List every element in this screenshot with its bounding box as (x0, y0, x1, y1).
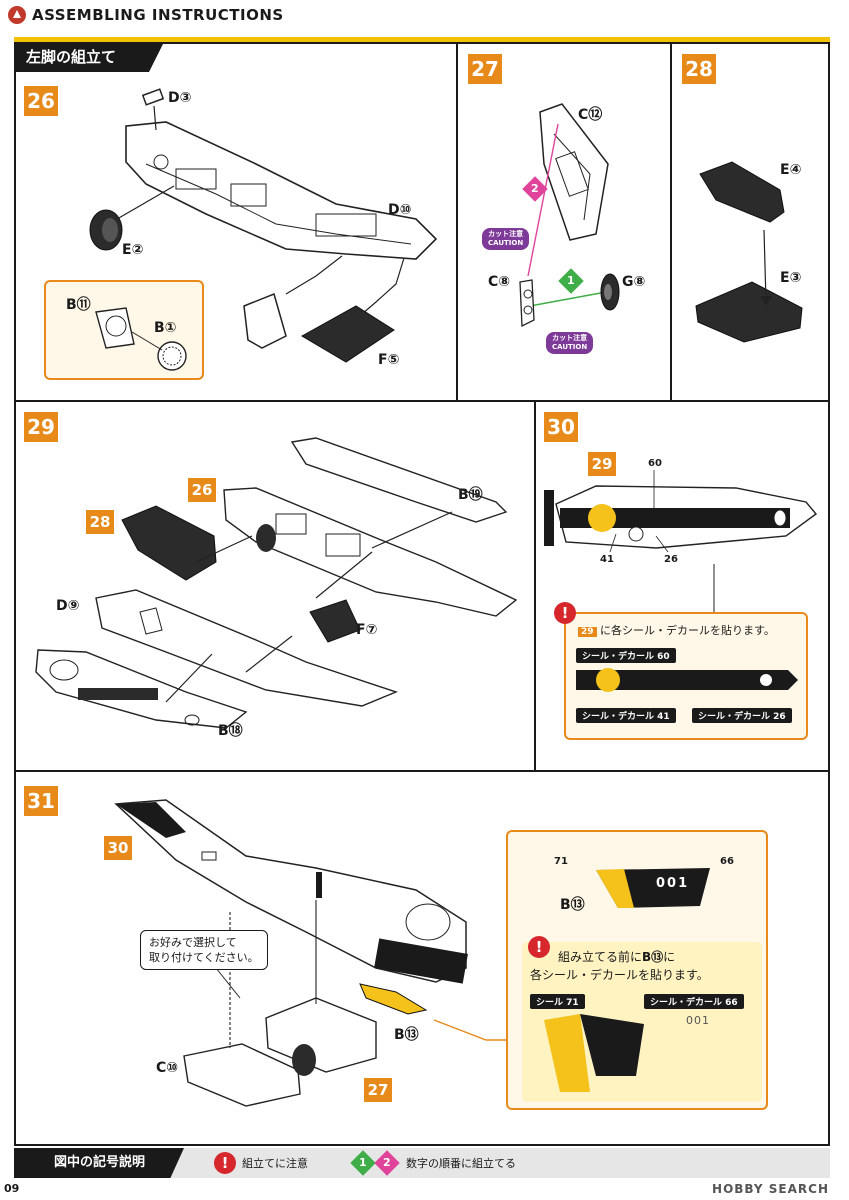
leg-frame-part-drawing (89, 88, 438, 363)
landing-gear-drawing (519, 103, 620, 328)
decal-tag-26: シール・デカール 26 (692, 708, 792, 723)
part-label-b1: B① (154, 320, 177, 336)
decal-60-strip (576, 668, 798, 692)
reference-step-26: 26 (188, 478, 216, 502)
b13-panel-with-decal (596, 868, 710, 908)
part-label-b11: B⑪ (66, 297, 91, 313)
panel-step-28: 28 E④ E③ (670, 42, 830, 402)
logo-icon (8, 6, 26, 24)
b13-decal-instruction-box: 71 66 B⑬ 001 ! 組み立てる前にB⑬に 各シール・デカールを貼ります… (506, 830, 768, 1110)
page-frame (14, 37, 830, 1152)
part-label-c10: C⑩ (156, 1060, 179, 1076)
step-number: 31 (24, 786, 58, 816)
b13-instruction-text: 組み立てる前にB⑬に 各シール・デカールを貼ります。 シール 71 シール・デカ… (522, 942, 762, 1102)
part-label-g8: G⑧ (622, 274, 646, 290)
panel-step-31: 31 30 27 C⑩ B⑬ お好みで選択して 取り付けてください。 71 66… (14, 770, 830, 1146)
legend-order-text: 数字の順番に組立てる (406, 1157, 516, 1170)
step-number: 29 (24, 412, 58, 442)
callout-label-b13: B⑬ (560, 897, 585, 913)
page-header: ASSEMBLING INSTRUCTIONS (0, 0, 849, 34)
decal-instruction-box: ! 29 に各シール・デカールを貼ります。 シール・デカール 60 シール・デカ… (554, 602, 808, 740)
decal-number-71: 71 (554, 856, 568, 867)
part-label-b19: B⑲ (458, 487, 483, 503)
part-label-b13: B⑬ (394, 1027, 419, 1043)
leg-assembly-drawing (35, 437, 518, 729)
legend-warning-text: 組立てに注意 (242, 1157, 308, 1170)
intake-fan-drawing (95, 307, 187, 371)
callout-number-001: 001 (656, 876, 690, 891)
panel-step-30: 30 29 60 41 26 ! 29 に各シール・デカールを貼ります。 シール… (534, 400, 830, 772)
section-title: 左脚の組立て (14, 42, 164, 72)
part-label-d3: D③ (168, 90, 192, 106)
step-number: 28 (682, 54, 716, 84)
part-label-c8: C⑧ (488, 274, 511, 290)
page-number: 09 (4, 1182, 20, 1195)
part-label-f7: F⑦ (356, 622, 378, 638)
part-label-c12: C⑫ (578, 107, 603, 123)
optional-selection-note: お好みで選択して 取り付けてください。 (140, 930, 268, 970)
watermark: HOBBY SEARCH (712, 1182, 829, 1196)
housing-parts-drawing (695, 161, 803, 343)
instruction-text: 29 に各シール・デカールを貼ります。 (578, 622, 775, 638)
decal-66-number: 001 (686, 1014, 710, 1027)
part-label-d10: D⑩ (388, 202, 412, 218)
part-label-b18: B⑱ (218, 723, 243, 739)
decal-tag-41: シール・デカール 41 (576, 708, 676, 723)
step-number: 26 (24, 86, 58, 116)
step-number: 27 (468, 54, 502, 84)
decal-tag-71: シール 71 (530, 994, 585, 1009)
decal-number-66: 66 (720, 856, 734, 867)
legend-title: 図中の記号説明 (14, 1148, 184, 1178)
decal-number-60: 60 (648, 458, 662, 469)
header-title: ASSEMBLING INSTRUCTIONS (32, 6, 284, 24)
part-label-d9: D⑨ (56, 598, 80, 614)
decal-placement-drawing (544, 470, 818, 612)
part-label-f5: F⑤ (378, 352, 400, 368)
reference-step-30: 30 (104, 836, 132, 860)
panel-step-29: 29 26 28 B⑲ D⑨ F⑦ B⑱ (14, 400, 536, 772)
reference-step-29: 29 (588, 452, 616, 476)
decal-tag-66: シール・デカール 66 (644, 994, 744, 1009)
part-label-e2: E② (122, 242, 144, 258)
instruction-step-ref: 29 (578, 627, 597, 637)
part-label-e4: E④ (780, 162, 802, 178)
panel-step-26: 26 D③ D⑩ E② F⑤ B⑪ B① (14, 42, 458, 402)
decal-tag-60: シール・デカール 60 (576, 648, 676, 663)
callout-inset-b11-b1: B⑪ B① (44, 280, 204, 380)
step-number: 30 (544, 412, 578, 442)
warning-icon: ! (554, 602, 576, 624)
reference-step-28: 28 (86, 510, 114, 534)
part-label-e3: E③ (780, 270, 802, 286)
decal-71-shape (544, 1014, 644, 1092)
warning-icon: ! (528, 936, 550, 958)
legend-warning-icon: ! (214, 1152, 236, 1174)
decal-number-41: 41 (600, 554, 614, 565)
decal-number-26: 26 (664, 554, 678, 565)
reference-step-27: 27 (364, 1078, 392, 1102)
